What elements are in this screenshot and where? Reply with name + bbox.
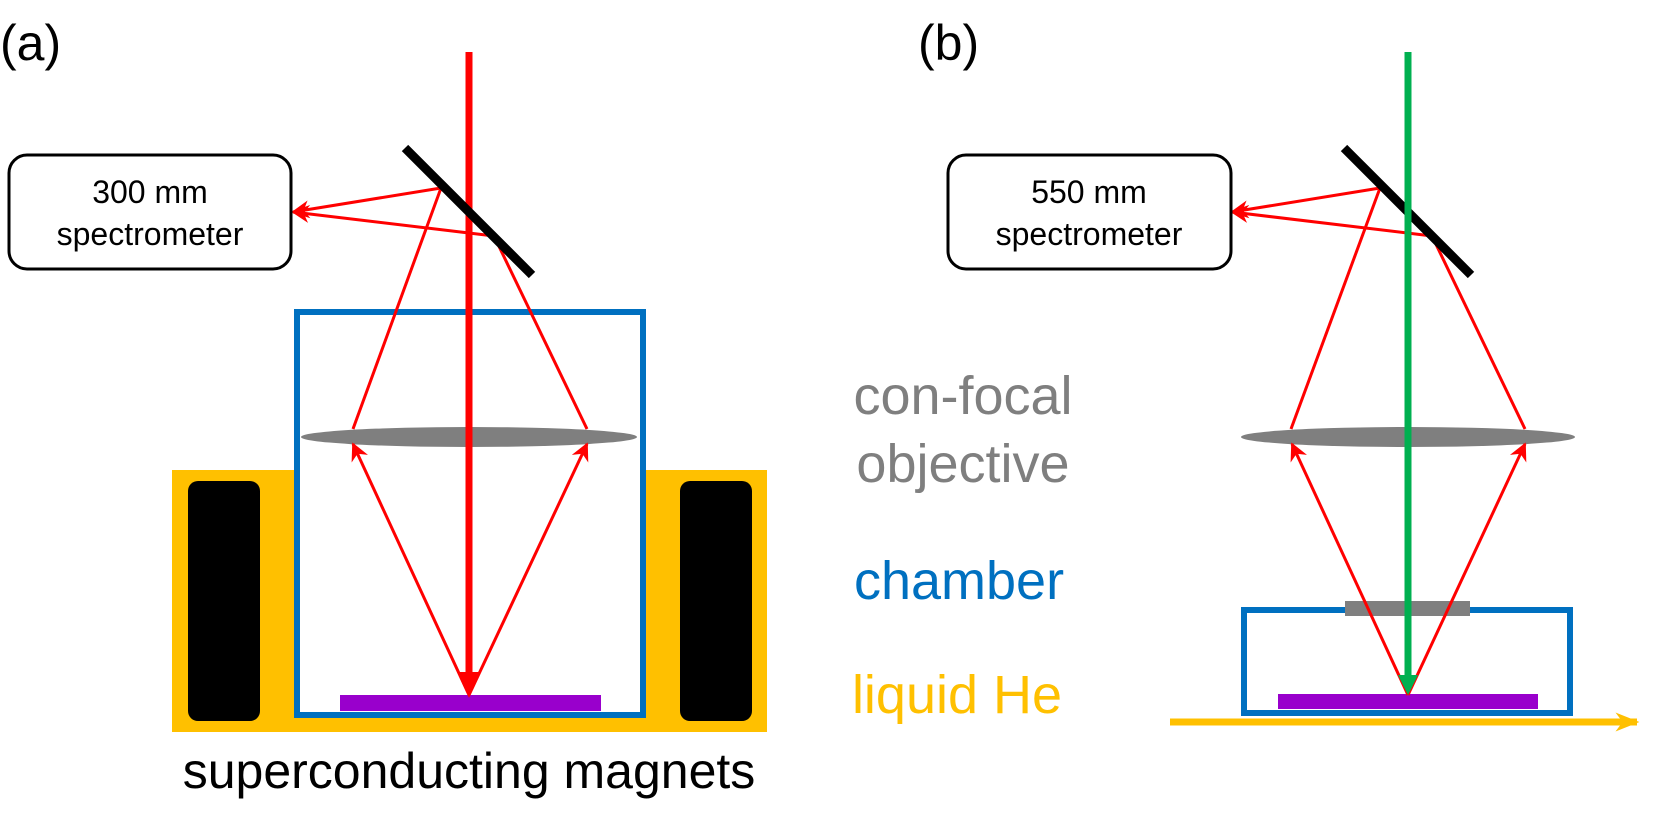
legend: con-focal objective chamber liquid He xyxy=(852,366,1073,725)
sample-a xyxy=(340,695,601,711)
panel-a-label: (a) xyxy=(0,15,61,71)
sample-b xyxy=(1278,694,1538,709)
spectrometer-b-line1: 550 mm xyxy=(1031,174,1147,210)
spectrometer-box-a xyxy=(7,153,293,271)
spectrometer-a-line2: spectrometer xyxy=(57,216,244,252)
ray-a-left-up xyxy=(351,442,471,696)
magnets-caption: superconducting magnets xyxy=(183,743,756,799)
ray-b-right-mirror xyxy=(1430,235,1527,430)
panel-b: (b) 550 mm spectrometer xyxy=(918,15,1640,732)
spectrometer-box-b xyxy=(946,153,1233,271)
magnet-right xyxy=(680,481,752,721)
panel-b-label: (b) xyxy=(918,15,979,71)
magnet-left xyxy=(188,481,260,721)
ray-b-left-up xyxy=(1290,442,1410,696)
ray-b-to-spec-2 xyxy=(1230,204,1433,238)
legend-liquid-he: liquid He xyxy=(852,665,1062,725)
ray-a-to-spec-1 xyxy=(291,186,442,219)
panel-a: (a) 300 mm spectrometer superconducting … xyxy=(0,15,767,799)
ray-a-to-spec-2 xyxy=(291,204,495,238)
mirror-a xyxy=(401,144,536,279)
legend-objective-line2: objective xyxy=(856,434,1069,494)
legend-objective-line1: con-focal xyxy=(853,366,1072,426)
laser-arrowhead-b xyxy=(1398,675,1418,695)
spectrometer-a-line1: 300 mm xyxy=(92,174,208,210)
spectrometer-b-line2: spectrometer xyxy=(996,216,1183,252)
ray-a-right-up xyxy=(467,442,589,696)
ray-b-to-spec-1 xyxy=(1230,186,1381,219)
legend-chamber: chamber xyxy=(854,551,1064,611)
ray-b-right-up xyxy=(1406,442,1527,696)
ray-a-right-mirror xyxy=(492,235,589,430)
